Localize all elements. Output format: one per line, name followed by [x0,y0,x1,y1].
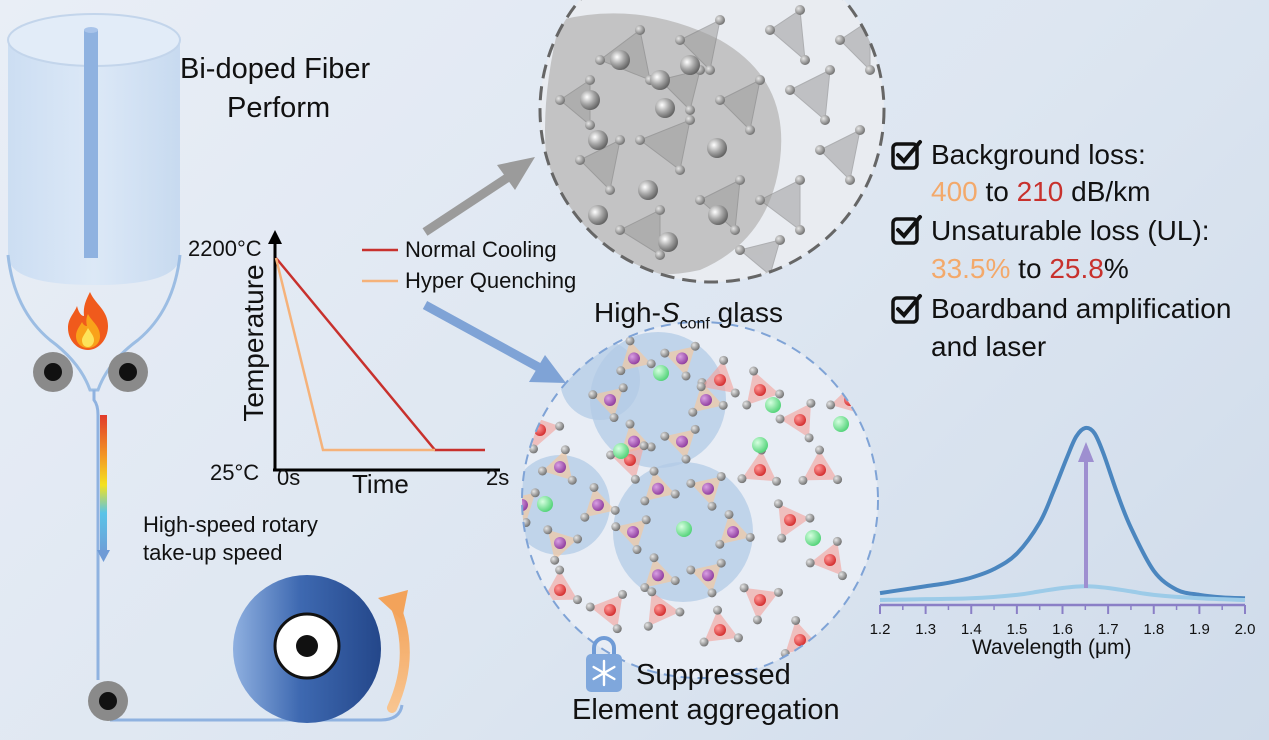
hsconf-title-suffix: glass [709,297,784,328]
y-axis-label: Temperature [238,264,269,422]
speed-label-line1: High-speed rotary [143,512,318,537]
legend-normal-cooling: Normal Cooling [405,237,557,262]
value-unit: dB/km [1063,176,1151,207]
y-top-label: 2200°C [188,236,262,261]
fiber-path [92,390,404,722]
value-mid: to [1010,253,1050,284]
hsconf-title-sub: conf [679,315,710,333]
take-up-spool [233,575,381,723]
hsconf-title-prefix: High- [594,297,661,328]
value-to: 210 [1016,176,1064,207]
preform-title-line1: Bi-doped Fiber [180,53,371,85]
benefit-amplification-line1: Boardband amplification [931,293,1232,324]
guide-roller-bottom [88,681,128,721]
flame-icon [68,292,108,350]
draw-roller-right [108,352,148,392]
x-tick-label: 1.5 [1006,621,1027,638]
series-unpumped-curve [879,584,1246,602]
x-tick-label: 1.7 [1098,621,1119,638]
legend-hyper-quenching: Hyper Quenching [405,268,577,293]
draw-roller-left [33,352,73,392]
down-arrow-icon [97,550,110,562]
checkbox-icon [891,294,922,324]
spectrum-chart: 1.2 1.3 1.4 1.5 1.6 1.7 1.8 1.9 2.0 [870,425,1256,638]
preform-title-line2: Perform [227,92,331,124]
hsconf-title-symbol: S [660,297,680,328]
spectrum-x-axis-label: Wavelength (μm) [972,636,1132,659]
caption-line1: Suppressed [636,659,791,691]
caption-line2: Element aggregation [572,694,840,726]
benefit-background-loss: Background loss: [931,139,1146,170]
gain-arrow-icon [1078,442,1094,588]
fiber-preform [6,13,182,392]
x-start-label: 0s [277,465,301,490]
x-axis-label: Time [352,469,409,499]
value-from: 400 [931,176,978,207]
temperature-gradient-bar [100,415,107,555]
snowflake-lock-icon [586,636,622,692]
cooling-chart [268,230,500,472]
checkbox-icon [891,215,922,245]
x-tick-label: 1.2 [870,621,891,638]
x-tick-label: 1.4 [961,621,982,638]
x-tick-label: 1.8 [1143,621,1164,638]
arrow-to-hsconf-glass [422,301,566,383]
benefit-unsaturable-loss-values: 33.5% to 25.8% [931,250,1129,288]
value-to: 25.8 [1049,253,1104,284]
x-tick-label: 1.6 [1052,621,1073,638]
x-tick-label: 1.3 [915,621,936,638]
y-bottom-label: 25°C [210,460,260,485]
arrow-to-normal-glass [422,157,535,236]
x-end-label: 2s [486,465,510,490]
value-mid: to [977,176,1017,207]
checkbox-icon [891,140,922,170]
x-tick-label: 1.9 [1189,621,1210,638]
benefit-unsaturable-loss: Unsaturable loss (UL): [931,215,1210,246]
hyper-quenching-curve [274,257,435,452]
rotation-arrow-icon [378,590,410,713]
x-tick-label: 2.0 [1235,621,1256,638]
benefit-amplification-line2: and laser [931,331,1047,362]
value-unit: % [1103,253,1129,284]
speed-label-line2: take-up speed [143,540,283,565]
series-amplified-curve [879,425,1246,601]
hsconf-title: High-Sconf glass [594,296,783,342]
value-from: 33.5% [931,253,1011,284]
benefit-background-loss-values: 400 to 210 dB/km [931,173,1151,211]
normal-glass-structure [538,0,886,284]
hsconf-glass-structure [521,321,879,679]
